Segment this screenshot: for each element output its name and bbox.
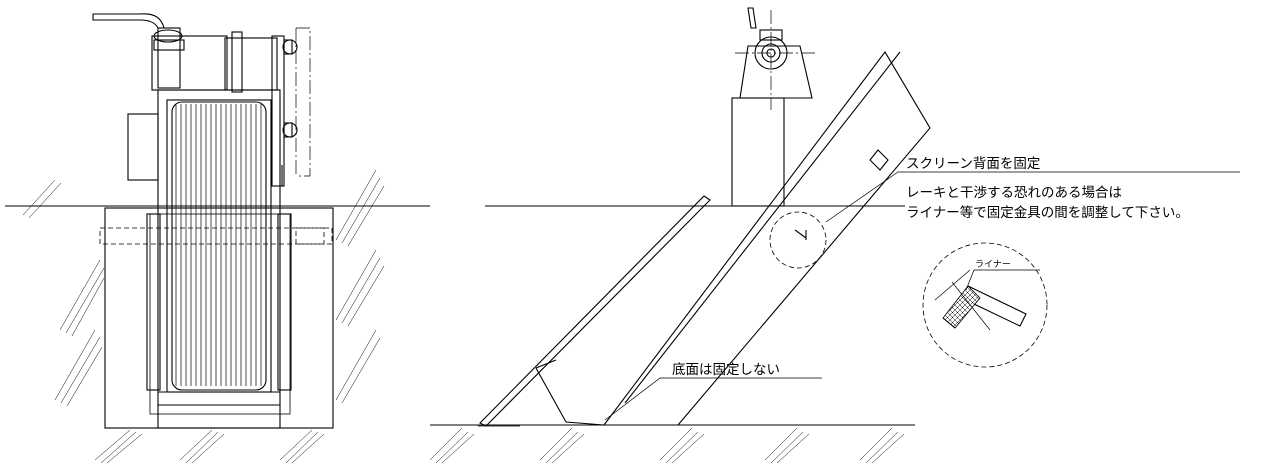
annotation-interference-2: ライナー等で固定金具の間を調整して下さい。 xyxy=(906,204,1189,221)
liner-detail-drawing xyxy=(922,242,1048,368)
annotation-liner: ライナー xyxy=(975,259,1011,270)
front-view-drawing xyxy=(5,13,430,464)
annotation-interference-1: レーキと干渉する恐れのある場合は xyxy=(906,185,1122,201)
side-view-drawing xyxy=(429,7,1240,464)
annotation-fix-back: スクリーン背面を固定 xyxy=(906,156,1040,172)
annotation-bottom-not-fixed: 底面は固定しない xyxy=(672,362,780,378)
